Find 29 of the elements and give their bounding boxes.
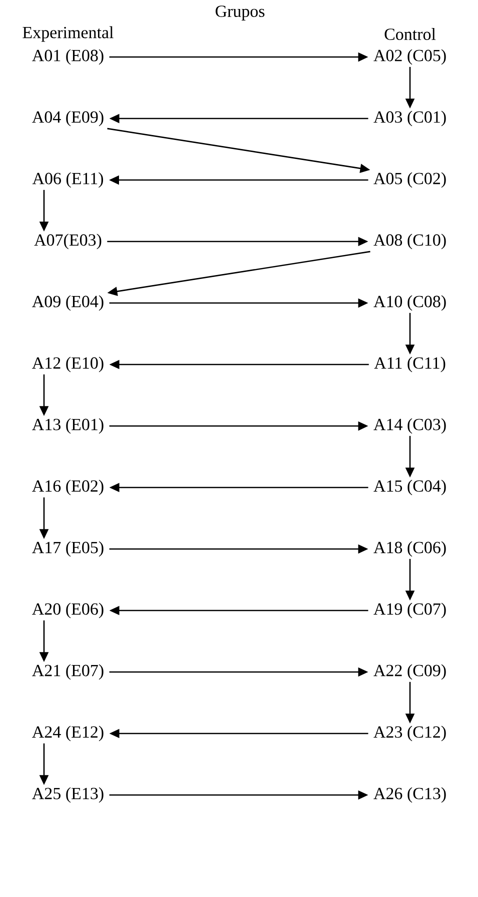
column-heading: Experimental bbox=[22, 26, 114, 42]
sample-label: A07(E03) bbox=[34, 234, 102, 250]
sample-label: A16 (E02) bbox=[32, 480, 104, 496]
sample-label: A15 (C04) bbox=[374, 480, 446, 496]
sample-label: A25 (E13) bbox=[32, 787, 104, 803]
heading: Grupos bbox=[216, 6, 264, 20]
sample-label: A12 (E10) bbox=[32, 356, 104, 372]
sample-label: A03 (C01) bbox=[374, 110, 446, 126]
sample-label: A09 (E04) bbox=[32, 295, 104, 311]
sample-label: A22 (C09) bbox=[374, 664, 446, 680]
sample-label: A17 (E05) bbox=[32, 541, 104, 557]
sample-label: A10 (C08) bbox=[374, 295, 446, 311]
sample-label: A05 (C02) bbox=[374, 172, 446, 188]
sample-label: A23 (C12) bbox=[374, 726, 446, 742]
sample-label: A14 (C03) bbox=[374, 418, 446, 434]
sample-label: A04 (E09) bbox=[32, 110, 104, 126]
sample-label: A13 (E01) bbox=[32, 418, 104, 434]
column-heading: Control bbox=[384, 28, 436, 40]
sample-label: A02 (C05) bbox=[374, 49, 446, 65]
sample-label: A24 (E12) bbox=[32, 726, 104, 742]
sample-label: A06 (E11) bbox=[32, 172, 104, 188]
sample-label: A19 (C07) bbox=[374, 602, 446, 618]
sample-label: A01 (E08) bbox=[32, 49, 104, 65]
sample-label: A08 (C10) bbox=[374, 234, 446, 250]
sample-label: A20 (E06) bbox=[32, 602, 104, 618]
sample-label: A18 (C06) bbox=[374, 541, 446, 557]
sample-label: A26 (C13) bbox=[374, 787, 446, 803]
sample-label: A11 (C11) bbox=[374, 356, 446, 372]
sample-label: A21 (E07) bbox=[32, 664, 104, 680]
